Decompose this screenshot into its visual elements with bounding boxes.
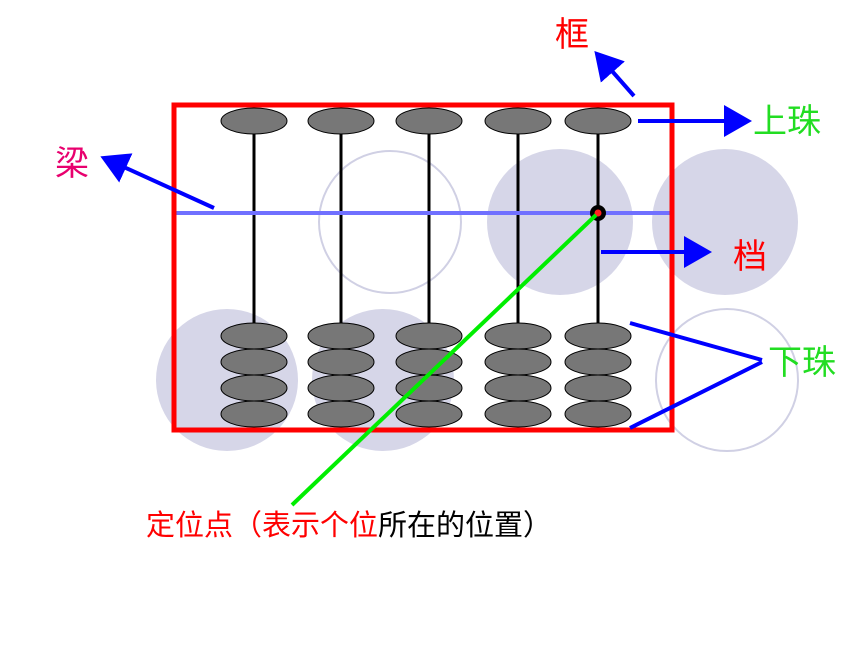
lower-bead bbox=[220, 374, 288, 402]
lower-bead bbox=[307, 348, 375, 376]
upper-bead-label: 上珠 bbox=[753, 102, 821, 142]
beam-arrow bbox=[100, 153, 215, 210]
lower-bead-line-bottom bbox=[629, 360, 763, 430]
lower-beads bbox=[220, 322, 632, 428]
lower-bead bbox=[395, 400, 463, 428]
bg-circle-outline bbox=[318, 150, 462, 294]
upper-bead bbox=[220, 107, 288, 135]
lower-bead bbox=[564, 374, 632, 402]
upper-bead bbox=[484, 107, 552, 135]
caption-part-2: 个位 bbox=[320, 508, 379, 542]
abacus-frame bbox=[171, 102, 675, 433]
positioning-point-center bbox=[594, 209, 602, 217]
upper-bead bbox=[564, 107, 632, 135]
lower-bead bbox=[484, 374, 552, 402]
rod-label: 档 bbox=[733, 237, 767, 277]
lower-bead bbox=[484, 348, 552, 376]
bg-circle-outline bbox=[655, 308, 799, 452]
caption-part-3: 所在的位置） bbox=[378, 508, 553, 542]
lower-bead bbox=[395, 322, 463, 350]
lower-bead bbox=[484, 400, 552, 428]
lower-bead-label: 下珠 bbox=[768, 343, 836, 383]
pointer-line bbox=[290, 213, 598, 507]
lower-bead-line-top bbox=[629, 321, 763, 362]
lower-bead bbox=[307, 374, 375, 402]
bg-circle-filled bbox=[487, 149, 633, 295]
upper-beads bbox=[220, 107, 632, 135]
upper-bead bbox=[307, 107, 375, 135]
lower-bead bbox=[220, 400, 288, 428]
lower-bead bbox=[564, 400, 632, 428]
caption: 定位点（表示个位所在的位置） bbox=[146, 505, 552, 545]
lower-bead bbox=[484, 322, 552, 350]
frame-label: 框 bbox=[555, 15, 589, 55]
beam-label: 梁 bbox=[55, 144, 89, 184]
lower-bead bbox=[220, 322, 288, 350]
lower-bead bbox=[307, 400, 375, 428]
upper-bead bbox=[395, 107, 463, 135]
frame-arrow bbox=[594, 50, 636, 98]
lower-bead bbox=[564, 348, 632, 376]
lower-bead bbox=[307, 322, 375, 350]
lower-bead bbox=[564, 322, 632, 350]
lower-bead bbox=[220, 348, 288, 376]
caption-part-1: 定位点（表示 bbox=[146, 508, 321, 542]
